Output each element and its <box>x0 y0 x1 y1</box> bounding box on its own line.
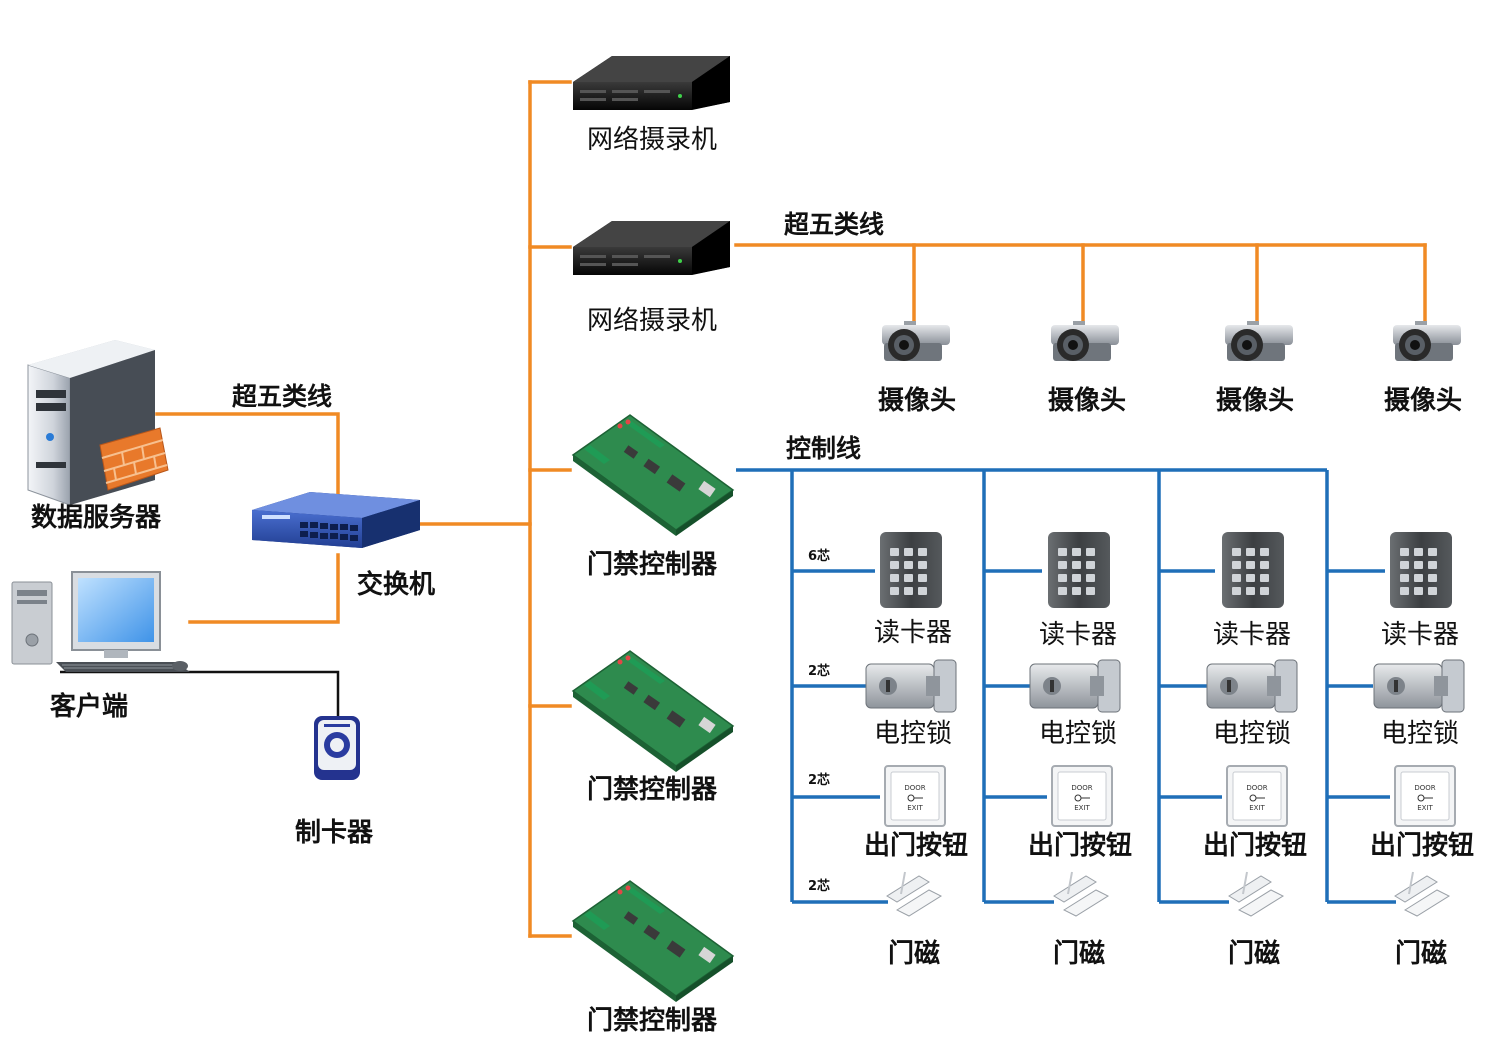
wire-client-switch <box>188 553 340 624</box>
label-camera-3: 摄像头 <box>1215 386 1295 416</box>
label-door-magnet-2: 门磁 <box>1052 939 1106 969</box>
controller-board-icon-3 <box>571 880 735 1002</box>
exit-button-icon-1: DOOR EXIT <box>884 765 946 827</box>
camera-icon-4 <box>1393 321 1461 361</box>
svg-text:DOOR: DOOR <box>1414 784 1435 792</box>
label-control-line: 控制线 <box>786 434 862 463</box>
label-client: 客户端 <box>49 692 129 722</box>
card-issuer-icon <box>314 716 360 780</box>
svg-text:DOOR: DOOR <box>1246 784 1267 792</box>
exit-button-icon-2: DOOR EXIT <box>1051 765 1113 827</box>
label-switch: 交换机 <box>356 570 436 600</box>
label-controller-1: 门禁控制器 <box>586 550 718 580</box>
nvr-icon-1 <box>573 56 730 110</box>
label-exit-button-2: 出门按钮 <box>1027 831 1133 861</box>
camera-icon-3 <box>1225 321 1293 361</box>
svg-text:EXIT: EXIT <box>1074 804 1090 812</box>
exit-button-icon-3: DOOR EXIT <box>1226 765 1288 827</box>
label-reader-3: 读卡器 <box>1212 620 1292 650</box>
door-magnet-icon-1 <box>886 871 943 917</box>
label-exit-button-3: 出门按钮 <box>1202 831 1308 861</box>
label-door-magnet-3: 门磁 <box>1227 939 1281 969</box>
svg-text:DOOR: DOOR <box>1071 784 1092 792</box>
label-camera-1: 摄像头 <box>877 386 957 416</box>
card-reader-icon-3 <box>1222 532 1284 608</box>
label-camera-4: 摄像头 <box>1383 386 1463 416</box>
svg-text:EXIT: EXIT <box>1249 804 1265 812</box>
door-group-devices: DOOR EXIT DOOR EXIT DOOR EXIT DOOR EXIT <box>865 532 1465 917</box>
label-core-magnet: 2芯 <box>808 879 831 894</box>
label-camera-2: 摄像头 <box>1047 386 1127 416</box>
label-core-button: 2芯 <box>808 773 831 788</box>
label-exit-button-1: 出门按钮 <box>863 831 969 861</box>
nvr-icon-2 <box>573 221 730 275</box>
label-lock-2: 电控锁 <box>1038 719 1118 749</box>
control-wires <box>736 468 1396 904</box>
label-door-magnet-1: 门磁 <box>887 939 941 969</box>
label-data-server: 数据服务器 <box>30 503 162 533</box>
card-reader-icon-1 <box>880 532 942 608</box>
card-reader-icon-4 <box>1390 532 1452 608</box>
label-door-magnet-4: 门磁 <box>1394 939 1448 969</box>
label-nvr-1: 网络摄录机 <box>586 125 718 155</box>
label-reader-1: 读卡器 <box>873 618 953 648</box>
electric-lock-icon-3 <box>1206 659 1298 713</box>
label-card-issuer: 制卡器 <box>294 818 374 848</box>
svg-text:EXIT: EXIT <box>1417 804 1433 812</box>
label-lock-3: 电控锁 <box>1212 719 1292 749</box>
svg-text:DOOR: DOOR <box>904 784 925 792</box>
label-lock-1: 电控锁 <box>873 719 953 749</box>
electric-lock-icon-2 <box>1029 659 1121 713</box>
label-controller-2: 门禁控制器 <box>586 775 718 805</box>
label-controller-3: 门禁控制器 <box>586 1006 718 1036</box>
svg-text:EXIT: EXIT <box>907 804 923 812</box>
card-reader-icon-2 <box>1048 532 1110 608</box>
ethernet-wires <box>155 80 1427 938</box>
label-core-lock: 2芯 <box>808 664 831 679</box>
client-pc-icon <box>11 571 190 672</box>
door-magnet-icon-3 <box>1228 871 1285 917</box>
door-magnet-icon-2 <box>1053 871 1110 917</box>
label-nvr-2: 网络摄录机 <box>586 306 718 336</box>
label-lock-4: 电控锁 <box>1380 719 1460 749</box>
label-reader-2: 读卡器 <box>1038 620 1118 650</box>
label-cat5e-server: 超五类线 <box>232 382 333 411</box>
electric-lock-icon-1 <box>865 659 957 713</box>
switch-icon <box>252 492 420 548</box>
camera-icon-2 <box>1051 321 1119 361</box>
firewall-icon <box>99 427 169 491</box>
controller-board-icon-1 <box>571 414 735 536</box>
wire-server-switch <box>155 412 340 499</box>
exit-button-icon-4: DOOR EXIT <box>1394 765 1456 827</box>
door-magnet-icon-4 <box>1394 871 1451 917</box>
label-exit-button-4: 出门按钮 <box>1369 831 1475 861</box>
camera-icon-1 <box>882 321 950 361</box>
label-core-reader: 6芯 <box>808 549 831 564</box>
controller-board-icon-2 <box>571 650 735 772</box>
electric-lock-icon-4 <box>1373 659 1465 713</box>
label-cat5e-cameras: 超五类线 <box>784 210 885 239</box>
label-reader-4: 读卡器 <box>1380 620 1460 650</box>
